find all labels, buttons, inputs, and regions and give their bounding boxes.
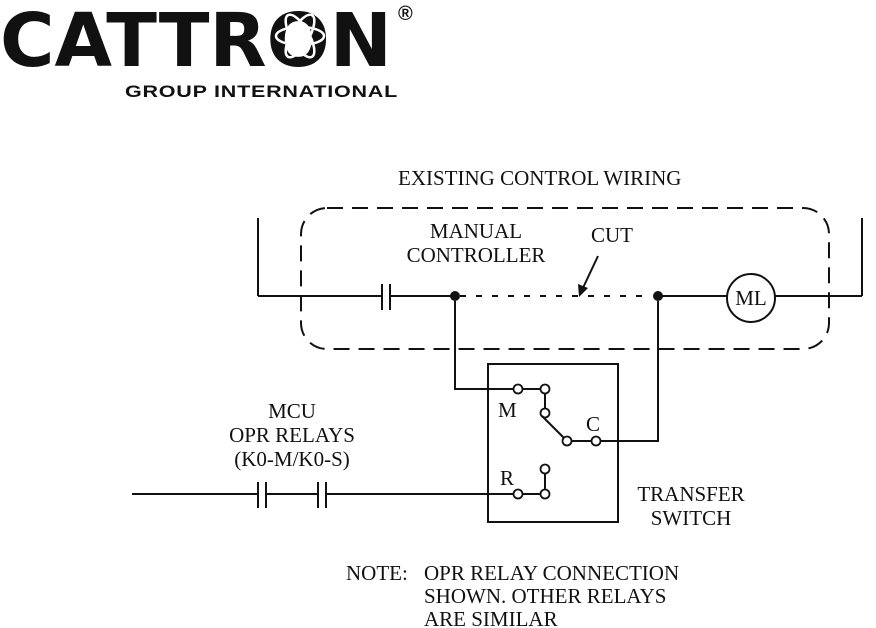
registered-mark: ® xyxy=(398,3,413,25)
manual-controller-label-line1: MANUAL xyxy=(430,219,522,243)
cattron-logo: CATTRON ® GROUP INTERNATIONAL xyxy=(0,0,413,101)
motor-label: ML xyxy=(735,286,767,310)
mcu-label-line1: MCU xyxy=(268,399,316,423)
existing-wiring-label: EXISTING CONTROL WIRING xyxy=(398,166,681,190)
switch-m-label: M xyxy=(498,398,517,422)
transfer-switch-label-line2: SWITCH xyxy=(651,506,732,530)
opr-relay-contact-1 xyxy=(258,482,266,508)
mcu-label-line2: OPR RELAYS xyxy=(229,423,355,447)
cut-arrow xyxy=(578,256,598,297)
mcu-label-line3: (K0-M/K0-S) xyxy=(234,447,350,471)
switch-r-label: R xyxy=(500,466,514,490)
junction-node-left xyxy=(450,291,460,301)
switch-m-position xyxy=(514,385,550,418)
wire-to-m-terminal xyxy=(455,301,518,389)
logo-wordmark: CATTRON xyxy=(0,0,392,84)
switch-r-position xyxy=(514,465,550,499)
transfer-switch-label-line1: TRANSFER xyxy=(637,482,744,506)
note-line3: ARE SIMILAR xyxy=(424,607,558,628)
logo-subtitle: GROUP INTERNATIONAL xyxy=(125,82,398,101)
note-prefix: NOTE: xyxy=(346,561,408,585)
opr-relay-contact-2 xyxy=(318,482,326,508)
note-line1: OPR RELAY CONNECTION xyxy=(424,561,679,585)
note-line2: SHOWN. OTHER RELAYS xyxy=(424,584,666,608)
switch-c-label: C xyxy=(586,412,600,436)
manual-controller-contact xyxy=(382,284,390,310)
manual-controller-label-line2: CONTROLLER xyxy=(407,243,546,267)
wire-to-c-terminal xyxy=(596,301,658,441)
cut-label: CUT xyxy=(591,223,633,247)
